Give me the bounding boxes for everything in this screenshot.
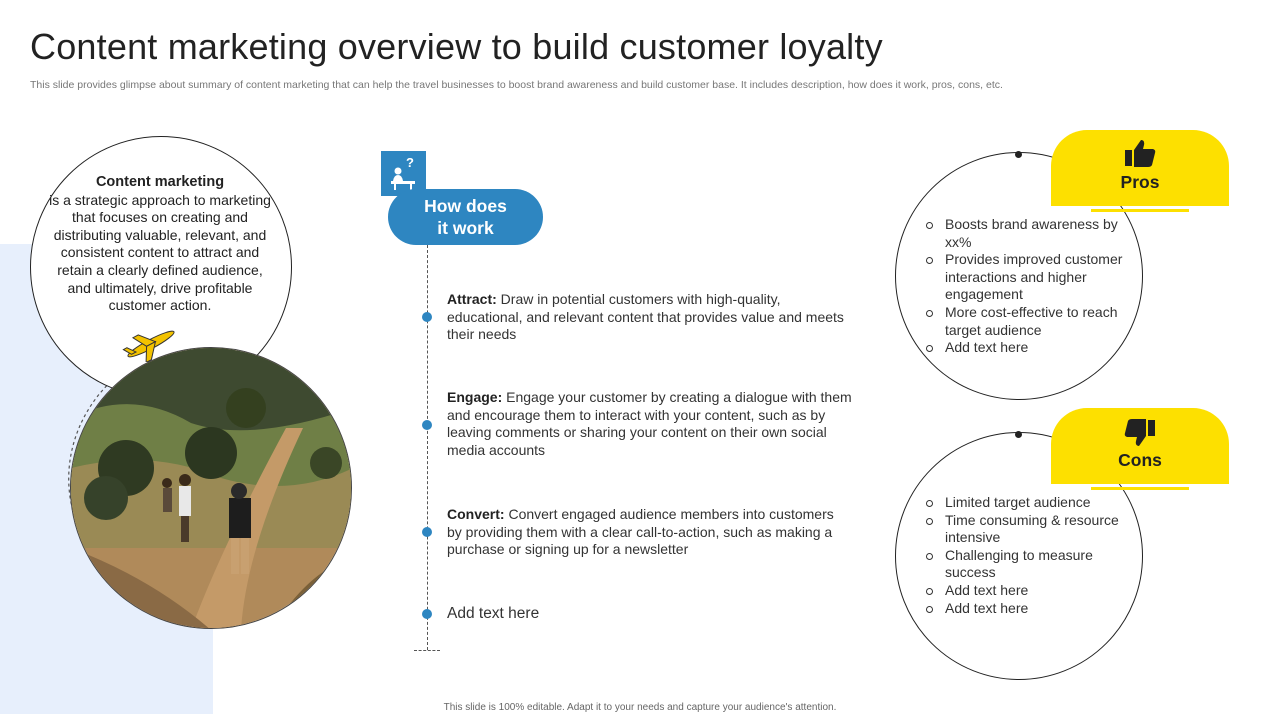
- timeline-end: [414, 650, 440, 651]
- step-term: Attract:: [447, 291, 497, 307]
- intro-text: Content marketing is a strategic approac…: [48, 174, 272, 315]
- cons-underline: [1091, 487, 1189, 490]
- step-text: Add text here: [447, 605, 540, 622]
- list-item: Provides improved customer interactions …: [923, 251, 1123, 304]
- step-convert: Convert: Convert engaged audience member…: [447, 506, 852, 559]
- step-engage: Engage: Engage your customer by creating…: [447, 389, 852, 459]
- intro-body: is a strategic approach to marketing tha…: [49, 191, 271, 314]
- pros-knot: [1015, 151, 1022, 158]
- svg-text:?: ?: [406, 155, 414, 170]
- page-title: Content marketing overview to build cust…: [30, 26, 883, 67]
- page-subtitle: This slide provides glimpse about summar…: [30, 79, 1003, 91]
- list-item: Limited target audience: [923, 494, 1123, 512]
- airplane-icon: [122, 330, 175, 362]
- list-item: Time consuming & resource intensive: [923, 512, 1123, 547]
- step-add-text: Add text here: [447, 605, 852, 623]
- question-person-icon: ?: [381, 151, 426, 196]
- timeline-line: [427, 245, 428, 650]
- timeline-dot: [422, 527, 432, 537]
- list-item: Boosts brand awareness by xx%: [923, 216, 1123, 251]
- pros-label: Pros: [1120, 172, 1160, 192]
- how-it-works-label: How does it work: [388, 189, 543, 245]
- list-item: Challenging to measure success: [923, 547, 1123, 582]
- step-text: Engage your customer by creating a dialo…: [447, 389, 852, 458]
- cons-knot: [1015, 431, 1022, 438]
- pros-list: Boosts brand awareness by xx% Provides i…: [923, 216, 1123, 357]
- how-label-line1: How does: [424, 196, 507, 216]
- list-item: Add text here: [923, 582, 1123, 600]
- step-term: Convert:: [447, 506, 505, 522]
- cons-tab: Cons: [1051, 408, 1229, 484]
- footer-note: This slide is 100% editable. Adapt it to…: [443, 702, 837, 713]
- cons-label: Cons: [1118, 450, 1162, 470]
- intro-heading: Content marketing: [95, 174, 225, 190]
- timeline-dot: [422, 420, 432, 430]
- hikers-photo: [70, 347, 352, 629]
- pros-underline: [1091, 209, 1189, 212]
- how-label-line2: it work: [437, 218, 494, 238]
- list-item: Add text here: [923, 339, 1123, 357]
- timeline-dot: [422, 312, 432, 322]
- thumbs-down-icon: [1124, 419, 1155, 446]
- pros-tab: Pros: [1051, 130, 1229, 206]
- list-item: More cost-effective to reach target audi…: [923, 304, 1123, 339]
- cons-list: Limited target audience Time consuming &…: [923, 494, 1123, 617]
- timeline-dot: [422, 609, 432, 619]
- list-item: Add text here: [923, 600, 1123, 618]
- step-attract: Attract: Draw in potential customers wit…: [447, 291, 852, 344]
- step-text: Draw in potential customers with high-qu…: [447, 291, 844, 343]
- step-text: Convert engaged audience members into cu…: [447, 506, 834, 558]
- step-term: Engage:: [447, 389, 503, 405]
- thumbs-up-icon: [1125, 140, 1156, 167]
